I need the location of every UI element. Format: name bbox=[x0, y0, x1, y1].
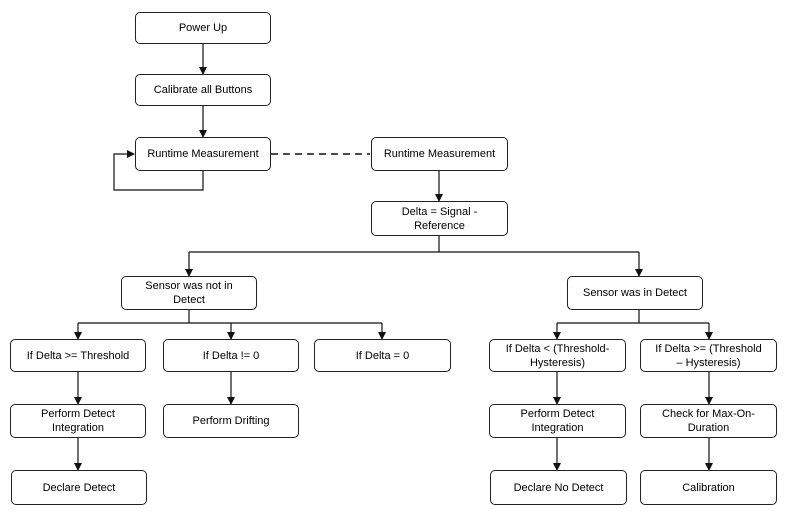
node-if-delta-ge-threshold: If Delta >= Threshold bbox=[10, 339, 146, 372]
node-delta: Delta = Signal - Reference bbox=[371, 201, 508, 236]
node-if-delta-ge-threshold-hysteresis: If Delta >= (Threshold – Hysteresis) bbox=[640, 339, 777, 372]
node-perform-detect-integration-left: Perform Detect Integration bbox=[10, 404, 146, 438]
node-check-max-on-duration: Check for Max-On- Duration bbox=[640, 404, 777, 438]
node-power-up: Power Up bbox=[135, 12, 271, 44]
node-declare-detect: Declare Detect bbox=[11, 470, 147, 505]
node-perform-detect-integration-right: Perform Detect Integration bbox=[489, 404, 626, 438]
node-if-delta-eq-0: If Delta = 0 bbox=[314, 339, 451, 372]
node-perform-drifting: Perform Drifting bbox=[163, 404, 299, 438]
node-sensor-in-detect: Sensor was in Detect bbox=[567, 276, 703, 310]
node-declare-no-detect: Declare No Detect bbox=[490, 470, 627, 505]
node-calibrate-all-buttons: Calibrate all Buttons bbox=[135, 74, 271, 106]
node-runtime-measurement-right: Runtime Measurement bbox=[371, 137, 508, 171]
node-if-delta-lt-threshold-hysteresis: If Delta < (Threshold- Hysteresis) bbox=[489, 339, 626, 372]
node-calibration: Calibration bbox=[640, 470, 777, 505]
node-runtime-measurement-left: Runtime Measurement bbox=[135, 137, 271, 171]
node-if-delta-ne-0: If Delta != 0 bbox=[163, 339, 299, 372]
arrow-runtime-self-loop bbox=[113, 150, 204, 191]
node-sensor-not-in-detect: Sensor was not in Detect bbox=[121, 276, 257, 310]
